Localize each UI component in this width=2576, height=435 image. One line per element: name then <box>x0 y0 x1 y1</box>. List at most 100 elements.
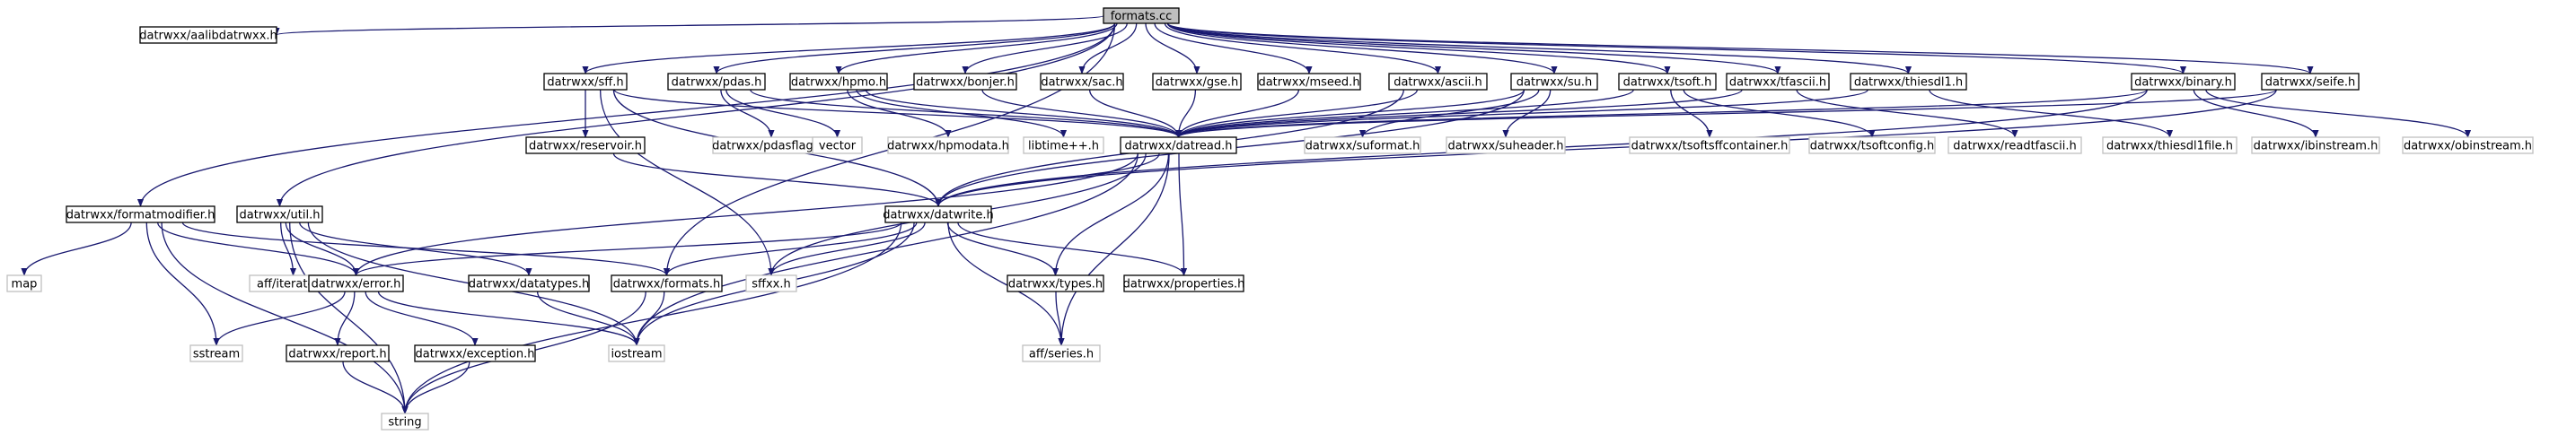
edge-error-to-sstream <box>213 291 346 346</box>
node-datatypes[interactable]: datrwxx/datatypes.h <box>468 274 590 292</box>
node-box-sac <box>1040 73 1124 91</box>
node-hpmo[interactable]: datrwxx/hpmo.h <box>789 73 888 91</box>
edge-datwrite-to-sffxx <box>768 222 926 276</box>
node-tsoftconfig: datrwxx/tsoftconfig.h <box>1808 136 1936 154</box>
node-box-exception <box>414 344 536 362</box>
node-obinstream: datrwxx/obinstream.h <box>2402 136 2534 154</box>
node-label-datread: datrwxx/datread.h <box>1124 140 1232 153</box>
node-binary[interactable]: datrwxx/binary.h <box>2131 73 2236 91</box>
node-label-string: string <box>388 416 421 430</box>
node-sff[interactable]: datrwxx/sff.h <box>543 73 628 91</box>
node-box-readtfascii <box>1947 136 2082 154</box>
edge-formats_h-to-iostream <box>633 291 665 346</box>
node-box-bonjer <box>913 73 1017 91</box>
node-box-seife <box>2261 73 2360 91</box>
node-seife[interactable]: datrwxx/seife.h <box>2261 73 2360 91</box>
node-datread[interactable]: datrwxx/datread.h <box>1120 136 1237 154</box>
node-report[interactable]: datrwxx/report.h <box>286 344 390 362</box>
node-thiesdl1[interactable]: datrwxx/thiesdl1.h <box>1850 73 1967 91</box>
node-box-properties <box>1123 274 1244 292</box>
node-label-iostream: iostream <box>611 348 662 361</box>
edge-tfascii-to-readtfascii <box>1796 89 2018 138</box>
edge-datread-to-iostream <box>633 152 1139 346</box>
node-properties[interactable]: datrwxx/properties.h <box>1123 274 1245 292</box>
node-box-mseed <box>1257 73 1361 91</box>
edge-datread-to-properties <box>1178 152 1188 276</box>
node-box-tsoftsffcontainer <box>1629 136 1790 154</box>
node-pdas[interactable]: datrwxx/pdas.h <box>667 73 766 91</box>
node-tsoft[interactable]: datrwxx/tsoft.h <box>1618 73 1717 91</box>
edge-mseed-to-datread <box>1174 89 1300 138</box>
node-box-ibinstream <box>2251 136 2380 154</box>
node-label-formatmodifier: datrwxx/formatmodifier.h <box>66 209 215 222</box>
edge-formats_cc-to-aalibdatrwxx <box>274 14 1104 36</box>
node-su[interactable]: datrwxx/su.h <box>1510 73 1598 91</box>
node-box-iostream <box>608 344 665 362</box>
node-reservoir[interactable]: datrwxx/reservoir.h <box>525 136 646 154</box>
edge-datread-to-error <box>353 152 1139 276</box>
node-sffxx: sffxx.h <box>745 274 797 292</box>
edge-formats_cc-to-tsoft <box>1166 22 1671 74</box>
node-sac[interactable]: datrwxx/sac.h <box>1040 73 1124 91</box>
edge-binary-to-ibinstream <box>2193 89 2319 138</box>
node-box-gse <box>1152 73 1242 91</box>
node-box-aff_series <box>1022 344 1101 362</box>
edge-pdas-to-pdasflags <box>720 89 775 138</box>
edge-formats_cc-to-thiesdl1 <box>1166 22 1912 74</box>
edge-datatypes-to-iostream <box>536 291 640 346</box>
node-label-thiesdl1file: datrwxx/thiesdl1file.h <box>2106 140 2233 153</box>
node-label-sffxx: sffxx.h <box>752 278 791 291</box>
edge-formats_cc-to-sac <box>1078 22 1138 74</box>
node-aalibdatrwxx[interactable]: datrwxx/aalibdatrwxx.h <box>139 26 277 44</box>
edge-util-to-string <box>289 222 409 414</box>
edge-datread-to-types <box>1051 152 1170 276</box>
node-label-datwrite: datrwxx/datwrite.h <box>883 209 993 222</box>
edge-datwrite-to-properties <box>957 222 1188 276</box>
node-label-suformat: datrwxx/suformat.h <box>1306 140 1420 153</box>
node-box-libtime <box>1023 136 1104 154</box>
edge-reservoir-to-datwrite <box>612 152 942 207</box>
edge-util-to-aff_iterator <box>280 222 297 276</box>
node-mseed[interactable]: datrwxx/mseed.h <box>1257 73 1361 91</box>
node-bonjer[interactable]: datrwxx/bonjer.h <box>913 73 1017 91</box>
node-label-util: datrwxx/util.h <box>240 209 321 222</box>
node-ascii[interactable]: datrwxx/ascii.h <box>1388 73 1488 91</box>
node-exception[interactable]: datrwxx/exception.h <box>414 344 536 362</box>
node-label-pdasflags: datrwxx/pdasflags.h <box>712 140 831 153</box>
node-label-libtime: libtime++.h <box>1028 140 1099 153</box>
node-thiesdl1file: datrwxx/thiesdl1file.h <box>2102 136 2238 154</box>
node-formats_cc[interactable]: formats.cc <box>1103 7 1180 24</box>
node-label-pdas: datrwxx/pdas.h <box>672 76 762 90</box>
edge-binary-to-datread <box>1175 89 2148 138</box>
edge-datwrite-to-formats_h <box>663 222 918 276</box>
edge-datwrite-to-types <box>946 222 1059 276</box>
edge-tsoft-to-datread <box>1175 89 1634 138</box>
node-box-datatypes <box>468 274 590 292</box>
node-tfascii[interactable]: datrwxx/tfascii.h <box>1726 73 1830 91</box>
node-error[interactable]: datrwxx/error.h <box>308 274 404 292</box>
edge-sac-to-datread <box>1088 89 1182 138</box>
edge-sff-to-sffxx <box>599 89 775 276</box>
node-box-suformat <box>1304 136 1421 154</box>
edge-error-to-iostream <box>377 291 640 346</box>
node-box-binary <box>2131 73 2236 91</box>
node-gse[interactable]: datrwxx/gse.h <box>1152 73 1242 91</box>
edge-types-to-aff_series <box>1055 291 1065 346</box>
node-label-suheader: datrwxx/suheader.h <box>1447 140 1563 153</box>
node-formatmodifier[interactable]: datrwxx/formatmodifier.h <box>66 205 215 223</box>
node-label-hpmodata: datrwxx/hpmodata.h <box>887 140 1009 153</box>
node-box-map <box>6 274 42 292</box>
edge-tsoft-to-tsoftconfig <box>1683 89 1876 138</box>
node-label-tsoft: datrwxx/tsoft.h <box>1623 76 1712 90</box>
edge-datwrite-to-aff_series <box>947 222 1065 346</box>
node-datwrite[interactable]: datrwxx/datwrite.h <box>883 205 994 223</box>
node-formats_h[interactable]: datrwxx/formats.h <box>611 274 723 292</box>
node-box-obinstream <box>2402 136 2534 154</box>
edge-formats_cc-to-gse <box>1145 22 1200 74</box>
node-box-hpmodata <box>887 136 1009 154</box>
edge-formats_cc-to-tfascii <box>1166 22 1781 74</box>
node-label-ibinstream: datrwxx/ibinstream.h <box>2254 140 2378 153</box>
node-box-util <box>236 205 323 223</box>
node-util[interactable]: datrwxx/util.h <box>236 205 323 223</box>
node-types[interactable]: datrwxx/types.h <box>1007 274 1104 292</box>
